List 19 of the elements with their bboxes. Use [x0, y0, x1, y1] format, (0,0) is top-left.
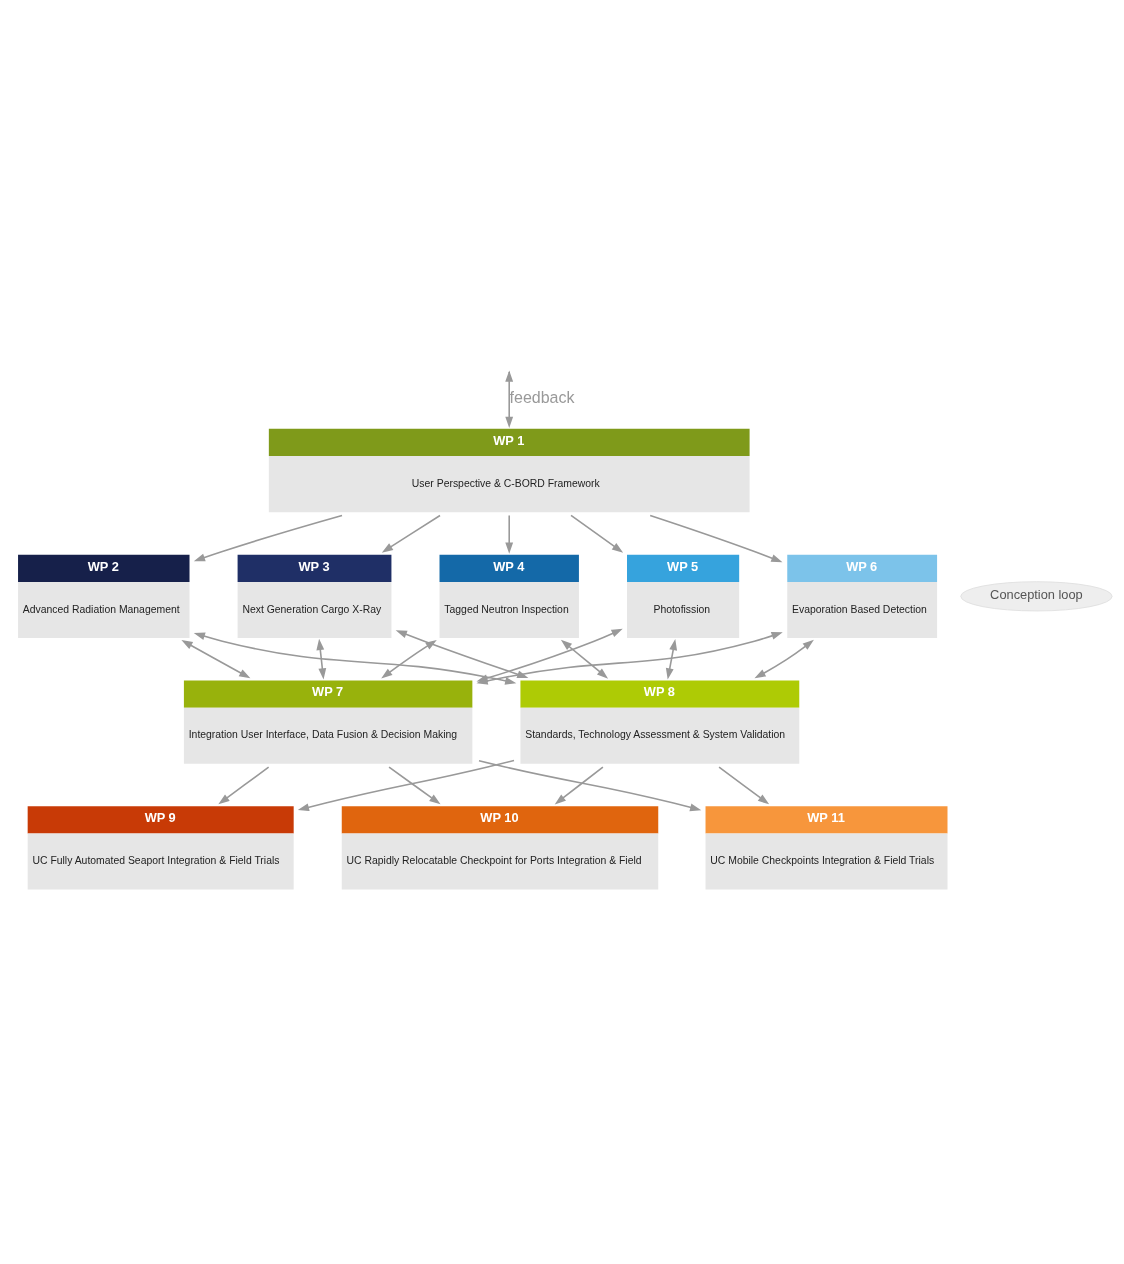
arrow: [478, 759, 702, 811]
node-ellipse: Conception loop: [960, 580, 1113, 611]
arrow: [754, 639, 814, 678]
arrow: [505, 514, 514, 554]
arrow: [181, 639, 251, 678]
arrow: [316, 638, 327, 680]
edge-label: feedback: [509, 387, 575, 406]
arrow: [381, 514, 441, 553]
arrow: [388, 765, 441, 804]
arrow: [570, 514, 624, 553]
arrow: [718, 765, 770, 804]
arrow: [649, 514, 783, 562]
arrow: [560, 639, 609, 679]
arrow: [381, 639, 437, 679]
arrow: [665, 638, 678, 679]
arrow: [554, 765, 604, 804]
arrow: [193, 514, 343, 561]
arrow: [297, 759, 515, 811]
arrow: [218, 765, 270, 804]
